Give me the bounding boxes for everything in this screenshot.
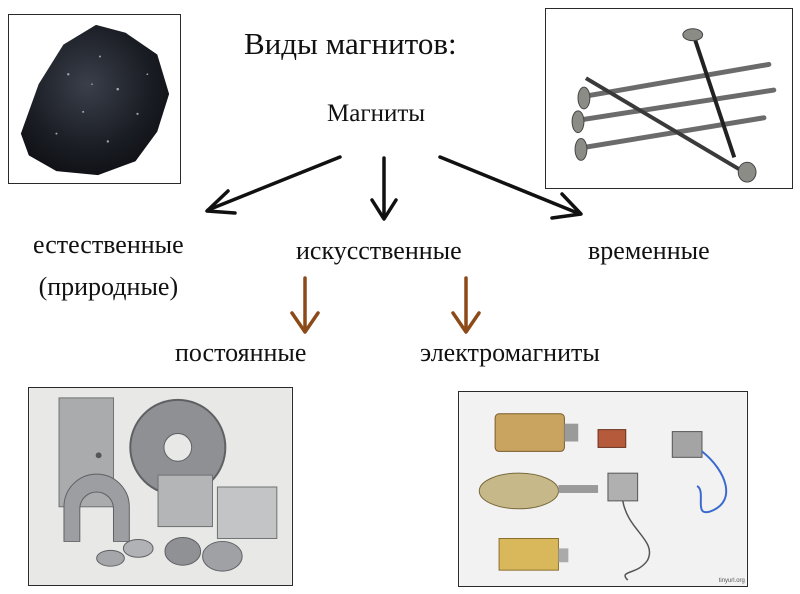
diagram-title: Виды магнитов: — [244, 26, 457, 61]
node-natural-line2: (природные) — [38, 272, 179, 301]
electromagnets-illustration: tinyurl.org — [459, 392, 747, 586]
node-natural-magnets: естественные (природные) — [33, 224, 184, 308]
image-source-caption: tinyurl.org — [719, 578, 745, 584]
node-electromagnets: электромагниты — [420, 338, 600, 367]
node-permanent-magnets: постоянные — [175, 338, 307, 367]
permanent-magnets-photo — [28, 387, 293, 586]
electromagnets-photo: tinyurl.org — [458, 391, 748, 587]
steel-nails-photo — [545, 8, 793, 189]
node-temporary-magnets: временные — [588, 236, 710, 265]
arrow-to-artificial — [370, 156, 398, 221]
magnetite-rock-illustration — [9, 15, 180, 183]
node-natural-line1: естественные — [33, 230, 184, 259]
arrow-to-natural — [205, 155, 342, 215]
nails-illustration — [546, 9, 792, 188]
arrow-to-permanent — [290, 276, 320, 334]
node-artificial-magnets: искусственные — [296, 236, 462, 265]
magnetite-mineral-photo — [8, 14, 181, 184]
arrow-to-electromagnets — [451, 276, 481, 334]
permanent-magnets-illustration — [29, 388, 292, 585]
root-node-magnets: Магниты — [327, 100, 426, 127]
